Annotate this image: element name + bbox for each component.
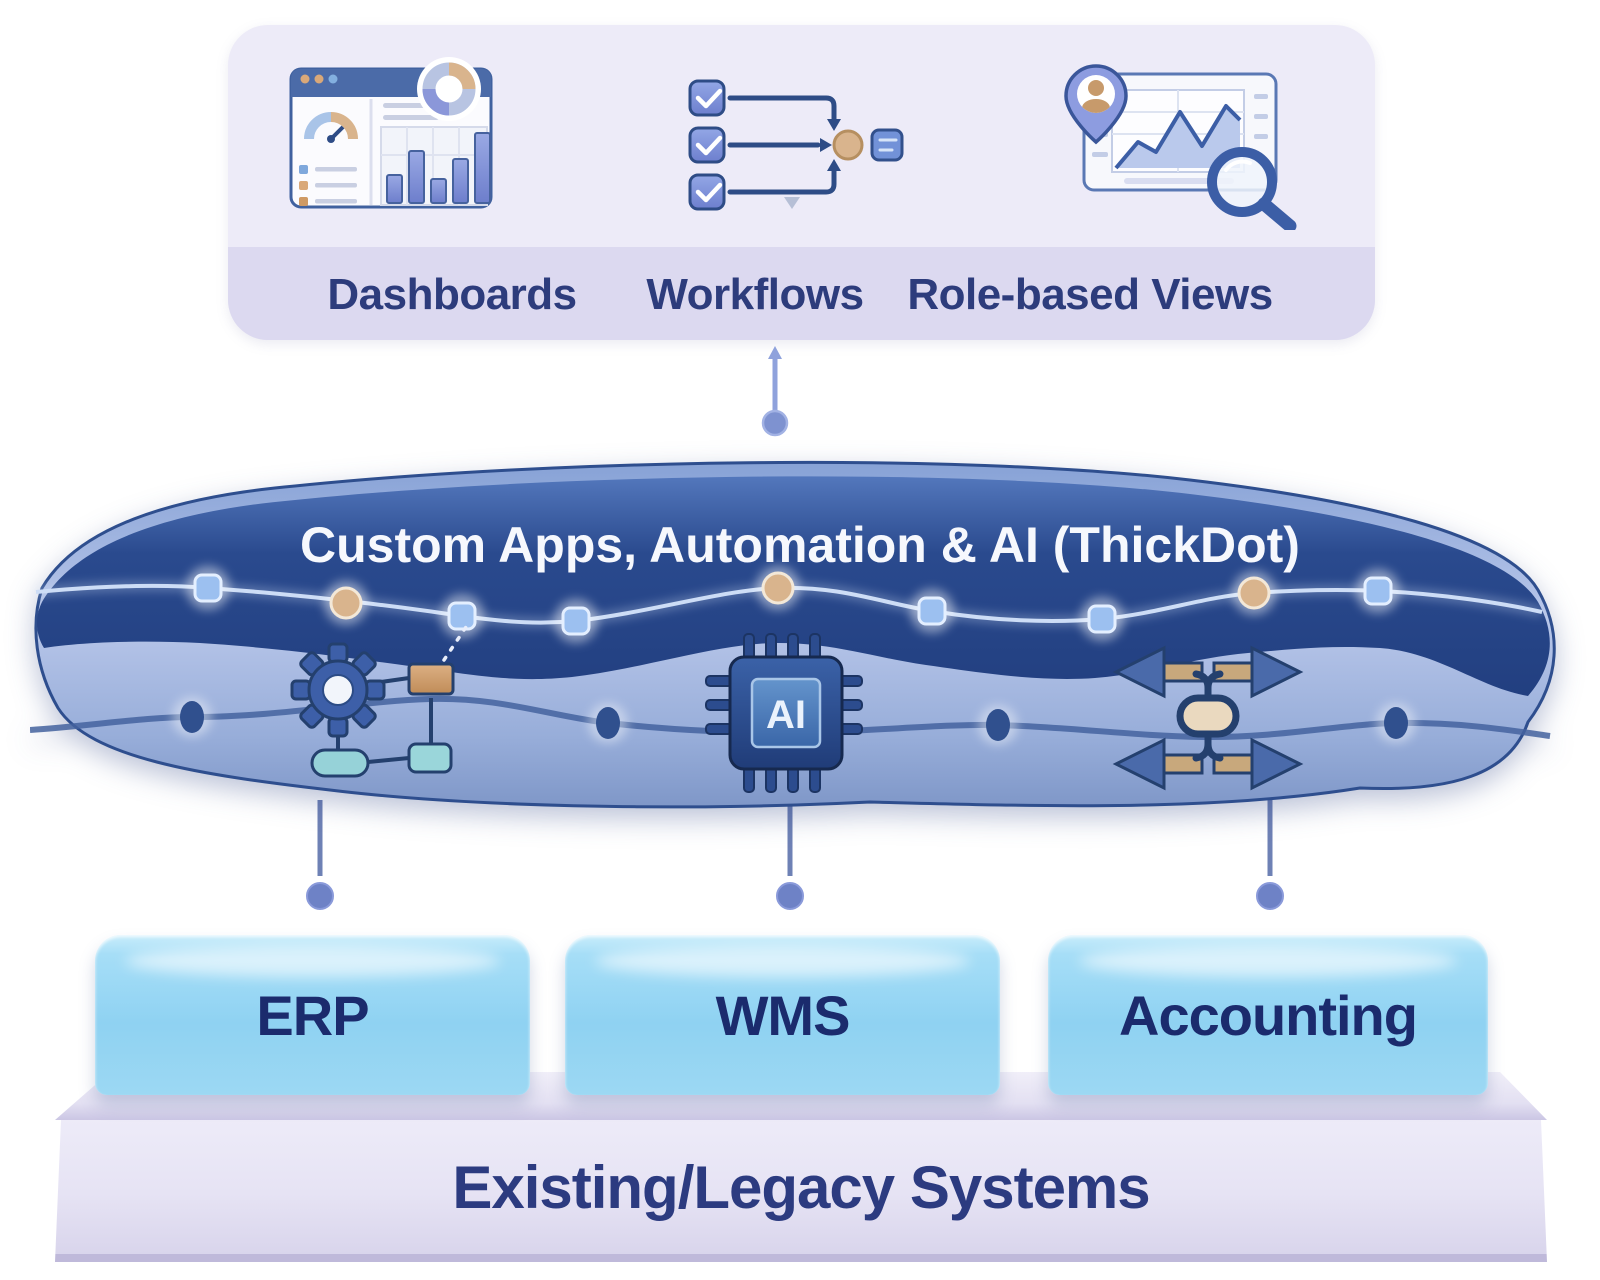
banner-title: Custom Apps, Automation & AI (ThickDot)	[300, 517, 1300, 573]
system-label: Accounting	[1119, 983, 1418, 1047]
capability-label-role-views: Role-based Views	[907, 270, 1273, 319]
system-box-wms: WMS	[565, 935, 1000, 1095]
integration-wave-top	[35, 566, 1543, 643]
gear-flowchart-icon	[290, 622, 470, 778]
system-box-accounting: Accounting	[1048, 935, 1488, 1095]
wave-dot-nodes	[329, 571, 1271, 620]
top-connector-arrow	[768, 346, 782, 359]
capability-label-workflows: Workflows	[646, 270, 864, 319]
top-connector-dot	[761, 409, 789, 437]
system-label: ERP	[256, 983, 369, 1047]
system-label: WMS	[715, 983, 851, 1047]
workflow-icon	[680, 70, 910, 220]
bottom-connectors	[317, 800, 1273, 876]
ai-chip-icon: AI	[705, 633, 863, 793]
platform-label: Existing/Legacy Systems	[452, 1153, 1150, 1221]
bottom-connector-dots	[306, 882, 1284, 910]
dashboard-icon	[285, 55, 520, 215]
capabilities-panel: Dashboards Workflows Role-based Views	[228, 25, 1375, 340]
legacy-platform: Existing/Legacy Systems	[55, 1120, 1547, 1262]
ai-chip-label: AI	[766, 693, 806, 737]
wave-square-nodes	[193, 573, 1393, 636]
data-exchange-icon	[1112, 645, 1304, 791]
thickdot-banner: Custom Apps, Automation & AI (ThickDot)	[30, 460, 1556, 809]
system-box-erp: ERP	[95, 935, 530, 1095]
panel-label-band	[228, 247, 1375, 340]
role-based-views-icon	[1040, 50, 1310, 233]
capability-label-dashboards: Dashboards	[327, 270, 577, 319]
